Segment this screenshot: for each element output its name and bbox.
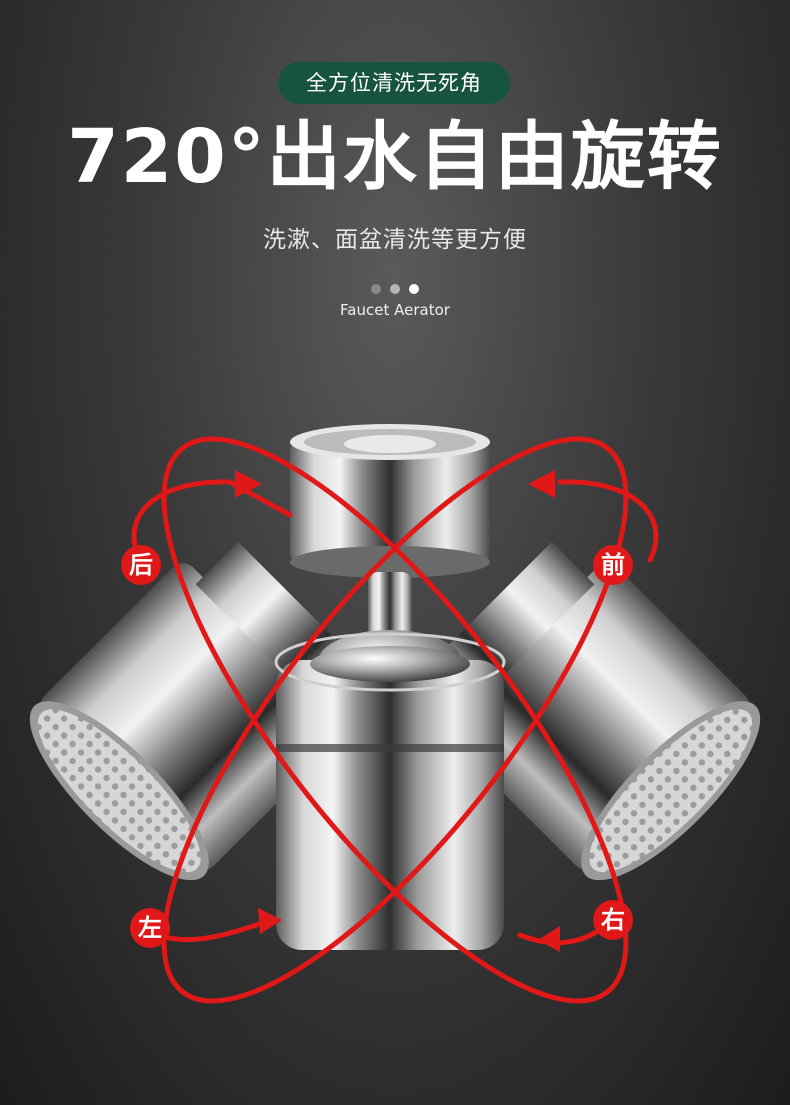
marker-back [121, 545, 161, 585]
headline: 720°出水自由旋转 [67, 114, 723, 200]
pager-dot [390, 284, 400, 294]
pager-dot-active [409, 284, 419, 294]
aerator-top-cap [290, 424, 490, 578]
arrow-head-icon [528, 470, 555, 498]
subtitle: 洗漱、面盆清洗等更方便 [263, 227, 527, 253]
label-right: 右 [601, 906, 625, 934]
rotation-arrows [131, 436, 659, 1004]
feature-badge: 全方位清洗无死角 [278, 62, 510, 104]
arrow-heads [235, 470, 560, 952]
label-left: 左 [138, 914, 162, 942]
arrow-head-icon [538, 926, 560, 952]
arrow-head-icon [235, 470, 262, 498]
pager-dots [371, 284, 431, 296]
product-caption: Faucet Aerator [340, 301, 450, 319]
marker-right [593, 900, 633, 940]
label-front: 前 [601, 551, 625, 579]
pager-dot [371, 284, 381, 294]
arrow-head-icon [258, 908, 282, 934]
aerator-main-body [274, 632, 506, 950]
label-back: 后 [129, 551, 153, 579]
marker-front [593, 545, 633, 585]
direction-markers [121, 545, 633, 948]
marker-left [130, 908, 170, 948]
